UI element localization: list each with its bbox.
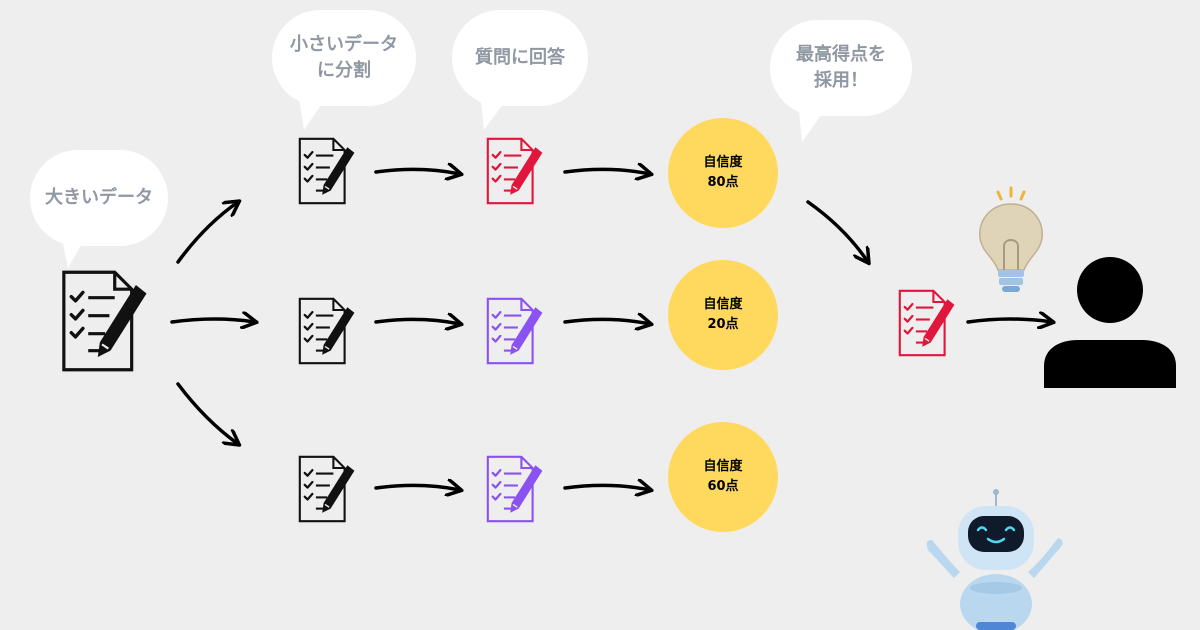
confidence-label: 自信度: [703, 155, 743, 170]
confidence-badge-mid: 自信度 20点: [668, 260, 778, 370]
arrow-top-1: [374, 169, 460, 174]
user-silhouette-icon: [1044, 257, 1176, 388]
bubble-big-data: 大きいデータ: [30, 150, 168, 246]
arrow-top-2: [563, 169, 650, 174]
document-red-result-icon: [890, 288, 960, 358]
bubble-split: 小さいデータ に分割: [272, 10, 416, 106]
confidence-score: 80点: [707, 175, 739, 190]
arrow-result-to-person: [966, 319, 1052, 322]
bubble-answer: 質問に回答: [452, 10, 588, 106]
confidence-badge-top: 自信度 80点: [668, 118, 778, 228]
document-black-mid-icon: [290, 296, 360, 366]
arrow-big-to-mid: [170, 319, 255, 322]
light-bulb-icon: [979, 186, 1043, 292]
document-red-top-icon: [478, 136, 548, 206]
arrow-mid-2: [563, 319, 650, 324]
arrow-big-to-bottom: [176, 382, 238, 444]
document-purple-mid-icon: [478, 296, 548, 366]
document-black-top-icon: [290, 136, 360, 206]
confidence-label: 自信度: [703, 459, 743, 474]
arrow-bottom-2: [563, 485, 650, 490]
document-black-bottom-icon: [290, 454, 360, 524]
arrow-big-to-top: [176, 202, 238, 264]
confidence-label: 自信度: [703, 297, 743, 312]
arrow-mid-1: [374, 319, 460, 324]
arrow-best-to-result: [806, 200, 868, 262]
robot-icon: [926, 489, 1063, 630]
confidence-score: 20点: [707, 317, 739, 332]
document-purple-bottom-icon: [478, 454, 548, 524]
bubble-adopt: 最高得点を 採用！: [770, 20, 912, 116]
confidence-badge-bottom: 自信度 60点: [668, 422, 778, 532]
arrow-bottom-1: [374, 485, 460, 490]
confidence-score: 60点: [707, 479, 739, 494]
big-document-icon: [50, 268, 154, 374]
